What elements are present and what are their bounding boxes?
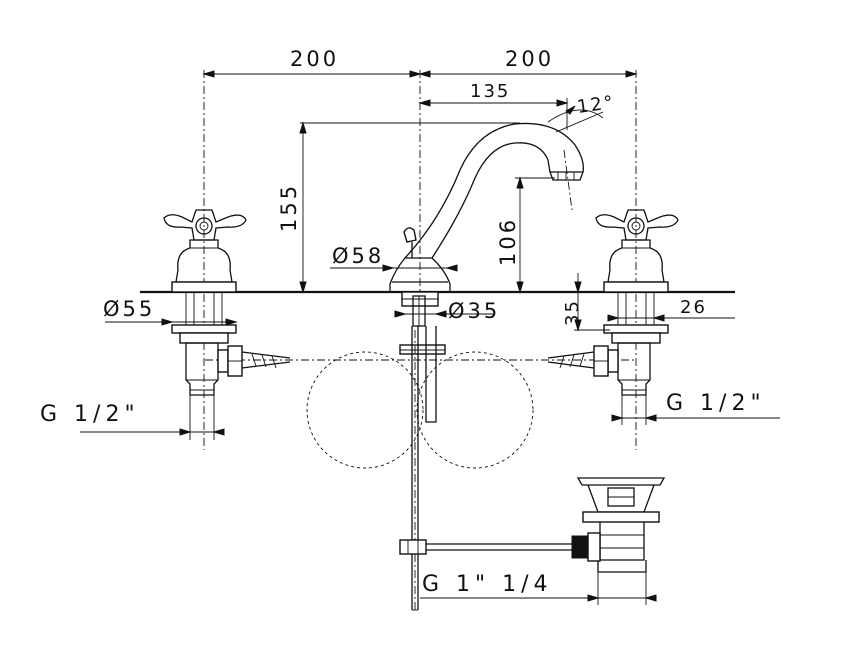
dim-deck-thickness: 35	[562, 299, 583, 326]
thread-right-inlet: G 1/2"	[666, 391, 766, 416]
central-tailpiece: Ø35	[394, 291, 500, 612]
central-spout	[389, 122, 584, 293]
right-valve: 35 26 G 1/2"	[547, 209, 780, 425]
dim-top-spans: 200 200	[202, 47, 638, 78]
thread-left-inlet: G 1/2"	[40, 402, 140, 427]
dim-nut-width: 26	[680, 297, 707, 318]
dim-left-span: 200	[290, 47, 339, 71]
left-valve: Ø55 G 1/2"	[40, 209, 291, 440]
thread-waste-outlet: G 1" 1/4	[422, 572, 553, 597]
dim-right-span: 200	[505, 47, 554, 71]
dim-base-diameter: Ø58	[330, 244, 458, 272]
dim-handle-base-diameter: Ø55	[103, 297, 155, 321]
dim-spout-reach-value: 135	[470, 81, 510, 102]
dim-base-diameter-value: Ø58	[332, 244, 384, 268]
centerlines	[203, 70, 637, 450]
dim-spout-height: 106	[496, 176, 555, 294]
waste-assembly: G 1" 1/4	[399, 477, 666, 605]
dim-total-height-value: 155	[277, 183, 301, 232]
dim-tailpiece-diameter: Ø35	[448, 299, 500, 323]
clearance-circles	[306, 351, 534, 469]
dim-spout-height-value: 106	[496, 217, 520, 266]
dim-total-height: 155	[277, 121, 520, 294]
dim-spout-reach: 135 12°	[418, 81, 616, 133]
dim-spout-angle: 12°	[576, 92, 616, 118]
